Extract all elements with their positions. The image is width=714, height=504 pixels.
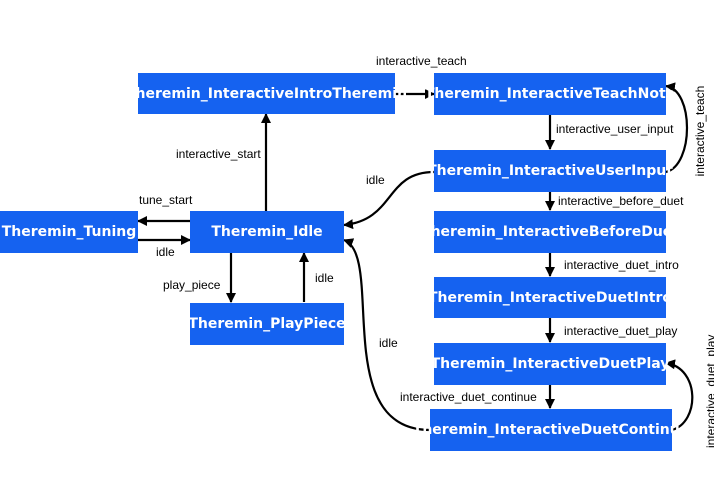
node-duet-intro[interactable]: Theremin_InteractiveDuetIntro: [428, 277, 672, 318]
label-tune-start: tune_start: [139, 193, 193, 207]
node-teach-note[interactable]: Theremin_InteractiveTeachNote: [425, 73, 675, 115]
label-play-piece: play_piece: [163, 278, 221, 292]
node-duet-play[interactable]: Theremin_InteractiveDuetPlay: [431, 343, 669, 385]
node-intro-theremin[interactable]: Theremin_InteractiveIntroTheremin: [126, 73, 407, 114]
label-interactive-user-input: interactive_user_input: [556, 122, 674, 136]
node-idle[interactable]: Theremin_Idle: [190, 211, 344, 253]
node-tuning[interactable]: Theremin_Tuning: [0, 211, 138, 253]
label-interactive-duet-play: interactive_duet_play: [564, 324, 678, 338]
label-idle-from-play-piece: idle: [315, 271, 334, 285]
label-interactive-duet-intro: interactive_duet_intro: [564, 258, 679, 272]
edge-interactive-duet-play-self: [665, 359, 694, 432]
edge-interactive-teach-self: [665, 82, 689, 174]
node-user-input[interactable]: Theremin_InteractiveUserInput: [427, 150, 673, 192]
label-idle-from-tuning: idle: [156, 245, 175, 259]
node-duet-continue[interactable]: Theremin_InteractiveDuetContinue: [413, 409, 689, 451]
label-idle-from-duet-continue: idle: [379, 336, 398, 350]
edge-idle-from-user-input: [343, 170, 435, 230]
label-interactive-teach: interactive_teach: [376, 54, 467, 68]
label-interactive-duet-continue: interactive_duet_continue: [400, 390, 537, 404]
label-interactive-before-duet: interactive_before_duet: [558, 194, 684, 208]
label-interactive-duet-play-self: interactive_duet_play: [704, 334, 714, 448]
node-play-piece[interactable]: Theremin_PlayPiece: [188, 303, 346, 345]
label-interactive-teach-self: interactive_teach: [693, 85, 707, 177]
label-idle-from-user-input: idle: [366, 173, 385, 187]
node-before-duet[interactable]: Theremin_InteractiveBeforeDuet: [421, 211, 679, 253]
label-interactive-start: interactive_start: [176, 147, 261, 161]
edge-idle-from-duet-continue: [343, 238, 431, 432]
